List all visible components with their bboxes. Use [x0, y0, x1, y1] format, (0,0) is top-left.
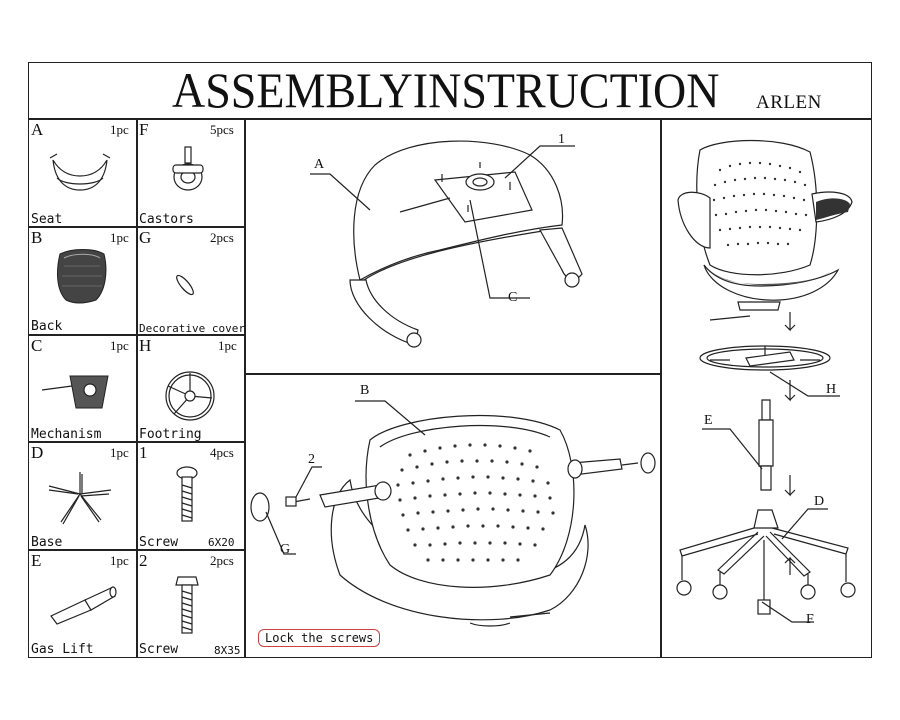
parts-middle-divider — [136, 118, 138, 658]
step2-back-drawing — [250, 414, 656, 627]
step2-callout-g: G — [280, 542, 291, 557]
screw-8x35-illustration — [175, 576, 199, 634]
part-letter-2: 2 — [139, 551, 148, 570]
screw-6x20-illustration — [176, 466, 198, 522]
step1-seat-mechanism-drawing — [349, 140, 583, 348]
step1-callout-a: A — [314, 157, 325, 172]
step3-leader-f — [761, 601, 814, 623]
part-qty-c: 1pc — [110, 338, 129, 353]
step2-callout-b: B — [360, 383, 370, 398]
part-name-b: Back — [31, 319, 63, 334]
step3-leader-h — [769, 371, 840, 397]
part-letter-h: H — [139, 336, 152, 355]
part-letter-1: 1 — [139, 443, 148, 462]
lock-screws-note: Lock the screws — [258, 629, 381, 647]
step3-callout-f: F — [806, 612, 814, 627]
part-letter-f: F — [139, 120, 149, 139]
part-letter-g: G — [139, 228, 152, 247]
row-divider-2 — [28, 334, 244, 336]
step1-leader-a — [310, 173, 371, 211]
footring-illustration — [165, 371, 215, 421]
part-qty-f: 5pcs — [210, 122, 234, 137]
instruction-sheet — [28, 62, 872, 658]
step1-leader-1 — [504, 145, 575, 179]
part-size-1: 6X20 — [208, 536, 235, 549]
part-letter-c: C — [31, 336, 43, 355]
part-name-e: Gas Lift — [31, 642, 94, 657]
step2-callout-2: 2 — [308, 452, 315, 467]
part-name-h: Footring — [139, 427, 202, 442]
part-name-2: Screw — [139, 642, 179, 657]
decorative-cover-illustration — [176, 274, 194, 296]
part-qty-e: 1pc — [110, 553, 129, 568]
step2-leader-g — [265, 511, 296, 555]
part-qty-1: 4pcs — [210, 445, 234, 460]
part-qty-g: 2pcs — [210, 230, 234, 245]
row-divider-3 — [28, 441, 244, 443]
part-letter-d: D — [31, 443, 44, 462]
step3-callout-e: E — [704, 413, 713, 428]
gas-lift-illustration — [50, 586, 117, 625]
parts-right-divider — [244, 118, 246, 658]
part-letter-b: B — [31, 228, 43, 247]
part-size-2: 8X35 — [214, 644, 241, 657]
step3-assembly-drawing — [676, 139, 856, 615]
header-divider — [28, 118, 872, 120]
step1-callout-1: 1 — [558, 132, 565, 147]
part-name-a: Seat — [31, 212, 63, 227]
row-divider-4 — [28, 549, 244, 551]
part-name-g: Decorative cover — [139, 322, 245, 335]
part-name-c: Mechanism — [31, 427, 102, 442]
step-divider — [244, 373, 660, 375]
mechanism-illustration — [41, 375, 109, 409]
row-divider-1 — [28, 226, 244, 228]
step3-divider — [660, 118, 662, 658]
base-illustration — [48, 472, 112, 525]
part-name-f: Castors — [139, 212, 194, 227]
part-qty-2: 2pcs — [210, 553, 234, 568]
part-name-1: Screw — [139, 535, 179, 550]
page-title: ASSEMBLYINSTRUCTION — [172, 62, 720, 118]
step3-callout-h: H — [826, 382, 837, 397]
part-name-d: Base — [31, 535, 63, 550]
step2-leader-2 — [295, 466, 322, 498]
step2-mesh-dots — [396, 443, 555, 562]
step1-leader-c — [469, 199, 530, 299]
part-qty-b: 1pc — [110, 230, 129, 245]
part-qty-d: 1pc — [110, 445, 129, 460]
castor-illustration — [172, 146, 204, 191]
step3-callout-d: D — [814, 494, 825, 509]
seat-illustration — [49, 153, 111, 191]
step3-leader-e — [702, 428, 763, 470]
step2-leader-b — [355, 400, 426, 436]
part-qty-a: 1pc — [110, 122, 129, 137]
part-letter-a: A — [31, 120, 44, 139]
step3-leader-d — [781, 508, 828, 540]
part-qty-h: 1pc — [218, 338, 237, 353]
part-letter-e: E — [31, 551, 42, 570]
model-name: ARLEN — [756, 92, 822, 113]
back-illustration — [57, 249, 107, 304]
